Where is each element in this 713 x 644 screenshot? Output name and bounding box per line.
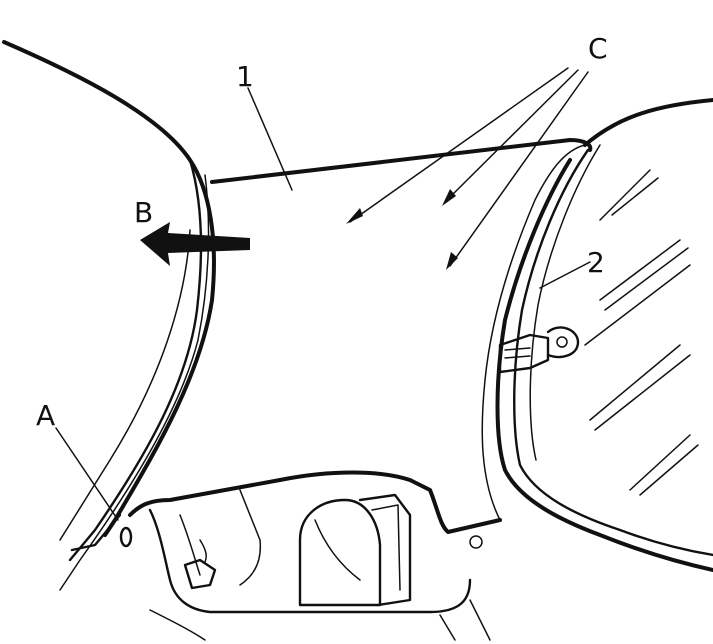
- leader-C-2: [444, 69, 579, 203]
- label-C: C: [588, 32, 608, 65]
- label-B: B: [134, 196, 153, 229]
- clip-A: [70, 513, 133, 552]
- arrowhead-C-1: [346, 208, 363, 224]
- leader-C-3: [449, 71, 589, 267]
- rear-window-frame: [481, 98, 713, 572]
- lower-trim: [148, 489, 491, 641]
- label-part-1: 1: [236, 60, 254, 93]
- arrowhead-C-3: [446, 252, 458, 270]
- glass-reflections: [584, 169, 699, 496]
- leader-lines: [55, 67, 591, 521]
- leader-C-1: [349, 67, 569, 223]
- clip-part-2: [498, 326, 580, 374]
- arrow-B: [140, 222, 250, 266]
- leader-2: [539, 261, 591, 289]
- label-part-2: 2: [587, 246, 605, 279]
- leader-A: [55, 427, 119, 521]
- leader-1: [247, 87, 293, 191]
- label-A: A: [36, 399, 55, 432]
- arrowhead-C-2: [442, 189, 456, 206]
